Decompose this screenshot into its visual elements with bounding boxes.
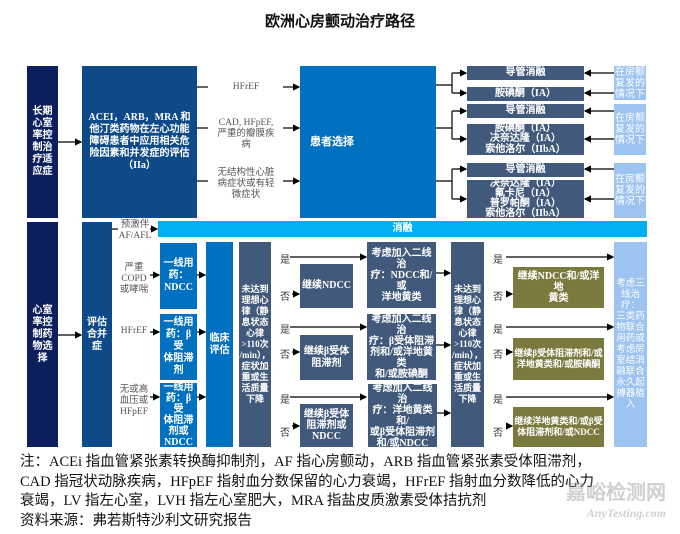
- no-label: 否: [280, 292, 290, 303]
- continue-combo-box: 继续NDCC和/或洋地 黄类: [513, 267, 604, 308]
- third-line-box: 考虑三 线治疗： 三类药 物联合 用药或 考虑房 室结消 融联合 永久起 搏器植…: [614, 242, 647, 447]
- no-label: 否: [493, 428, 503, 439]
- recurrence-box: 在房颤 复发的 情况下: [614, 163, 646, 218]
- comorbidity-label: 无或高 血压或 HFpEF: [119, 385, 149, 417]
- first-line-box: 一线用 药：β受 体阻滞 剂: [160, 314, 197, 380]
- patient-choice-box: 患者选择: [300, 66, 436, 218]
- watermark-url: AnyTesting.com: [586, 506, 666, 520]
- bracket: [436, 168, 466, 200]
- yes-label: 是: [493, 255, 503, 266]
- clinical-eval-box: 临床 评估: [206, 242, 233, 447]
- footnote-line: 衰竭，LV 指左心室，LVH 指左心室肥大，MRA 指盐皮质激素受体拮抗剂: [20, 493, 487, 509]
- bracket: [436, 72, 466, 94]
- watermark: 嘉峪检测网 AnyTesting.com: [566, 483, 666, 523]
- ablation-bar: 消融: [158, 221, 647, 237]
- condition-label: CAD, HFpEF, 严重的瓣膜疾 病: [217, 118, 275, 150]
- bracket: [436, 110, 466, 140]
- diagram-title: 欧洲心房颤动治疗路径: [264, 14, 415, 30]
- comorbidity-box: 评估 合并 症: [82, 222, 112, 447]
- continue-combo-box: 继续洋地黄类和/或β受 体阻滞剂和/或NDCC: [513, 407, 604, 447]
- risk-assessment-box: ACEI，ARB，MRA 和他汀类药物在左心功能障碍患者中应用相关危险因素和并发…: [82, 66, 197, 218]
- yes-label: 是: [493, 395, 503, 406]
- drug-selection-box: 心室 率控 制药 物选 择: [27, 222, 58, 447]
- option-box: 导管消融: [467, 104, 584, 118]
- condition-label: HFrEF: [232, 82, 260, 92]
- no-label: 否: [280, 428, 290, 439]
- yes-label: 是: [280, 255, 290, 266]
- second-line-box: 考虑加入二线治 疗：β受体阻滞 剂和/或洋地黄类 和/或胺碘酮: [367, 314, 436, 380]
- continue-box: 继续β受体 阻滞剂: [300, 335, 353, 380]
- footnote: 注：ACEi 指血管紧张素转换酶抑制剂，AF 指心房颤动，ARB 指血管紧张素受…: [20, 453, 680, 531]
- option-box: 胺碘酮（IA）: [467, 87, 584, 101]
- no-label: 否: [493, 292, 503, 303]
- continue-combo-box: 继续β受体阻滞剂和/或 洋地黄类和/或胺碘酮: [513, 338, 604, 380]
- first-line-box: 一线用 药： NDCC: [160, 243, 197, 309]
- condition-label: 无结构性心脏 病症状或有轻 微症状: [217, 168, 275, 200]
- yes-label: 是: [493, 325, 503, 336]
- second-line-box: 考虑加入二线治 疗：NDCC和/或 洋地黄类: [367, 242, 436, 308]
- comorbidity-label: 预激伴 AF/AFL: [118, 220, 152, 241]
- watermark-text: 嘉峪检测网: [566, 482, 666, 504]
- second-line-box: 考虑加入二线治 疗：洋地黄类和/ 或β受体阻滞剂 和/或NDCC: [368, 382, 437, 449]
- recurrence-box: 在房颤 复发的 情况下: [614, 104, 646, 155]
- comorbidity-label: 严重 COPD 或哮喘: [119, 263, 149, 295]
- yes-label: 是: [280, 325, 290, 336]
- option-box: 导管消融: [467, 66, 584, 80]
- yes-label: 是: [280, 395, 290, 406]
- no-label: 否: [280, 350, 290, 361]
- long-term-indication-box: 长期 心室 率控 制治 疗适 应症: [27, 66, 58, 218]
- recurrence-box: 在房颤 复发的 情况下: [614, 66, 646, 100]
- no-label: 否: [493, 350, 503, 361]
- option-box: 决奈达隆（IA） 氟卡尼（IA） 普罗帕酮（IA） 索他洛尔（IIbA）: [467, 180, 584, 218]
- footnote-line: 注：ACEi 指血管紧张素转换酶抑制剂，AF 指心房颤动，ARB 指血管紧张素受…: [20, 454, 591, 470]
- continue-box: 继续NDCC: [300, 264, 353, 308]
- source-line: 资料来源：弗若斯特沙利文研究报告: [20, 512, 252, 529]
- footnote-line: CAD 指冠状动脉疾病，HFpEF 指射血分数保留的心力衰竭，HFrEF 指射血…: [20, 473, 594, 490]
- continue-box: 继续β受体 阻滞剂或 NDCC: [300, 404, 353, 447]
- target-not-reached-box: 未达到 理想心 律（静 息状态 心律 >110次 /min）， 症状加 重或生 …: [451, 242, 484, 447]
- target-not-reached-box: 未达到 理想心 律（静 息状态 心律 >110次 /min）， 症状加 重或生 …: [239, 242, 271, 447]
- first-line-box: 一线用 药：β受 体阻滞 剂或 NDCC: [160, 382, 197, 448]
- option-box: 胺碘酮（IA） 决奈达隆（IA） 索他洛尔（IIbA）: [467, 123, 584, 155]
- comorbidity-label: HFrEF: [120, 326, 148, 336]
- option-box: 导管消融: [467, 163, 584, 177]
